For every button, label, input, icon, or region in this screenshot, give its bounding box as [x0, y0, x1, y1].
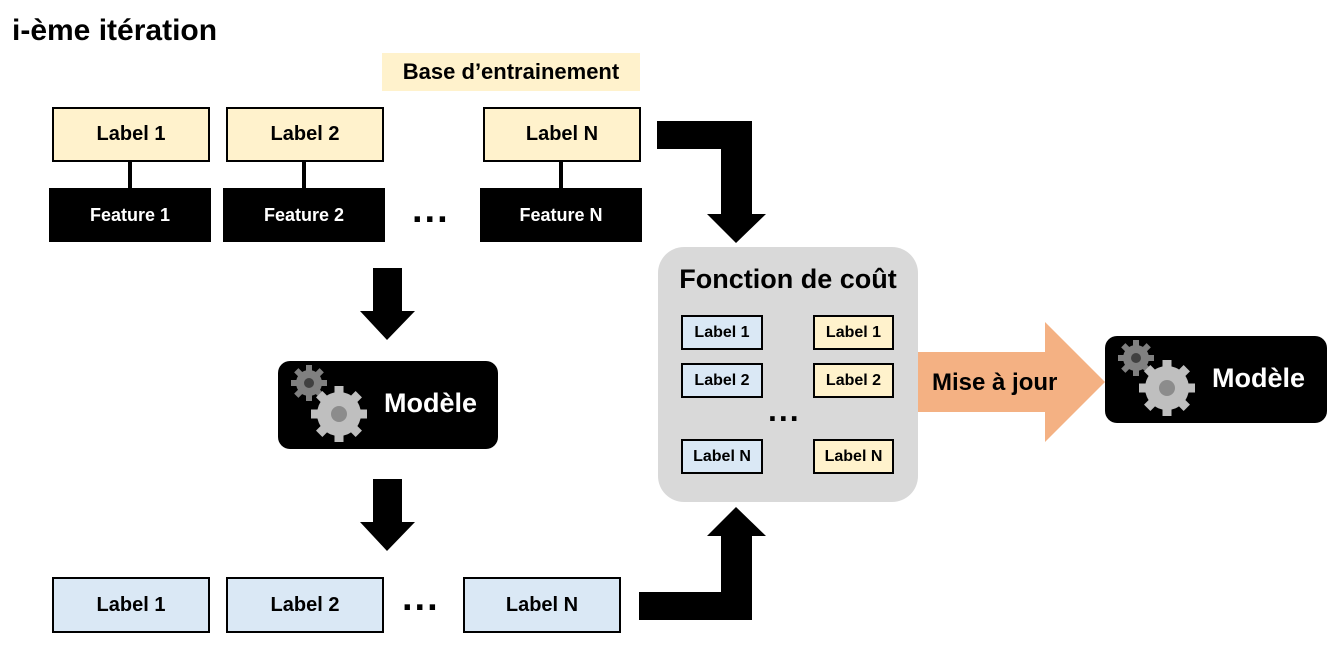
cost-true-label-1: Label 1	[813, 315, 894, 350]
page-title: i-ème itération	[12, 14, 218, 47]
elbow-arrow-icon	[657, 121, 766, 243]
cost-true-label-n: Label N	[813, 439, 894, 474]
connector-line	[128, 162, 132, 188]
training-label-n: Label N	[483, 107, 641, 162]
feature-n: Feature N	[480, 188, 642, 242]
model-center: Modèle	[278, 361, 498, 449]
feature-2: Feature 2	[223, 188, 385, 242]
connector-line	[302, 162, 306, 188]
gears-icon	[1118, 340, 1195, 416]
ellipsis: ...	[402, 577, 440, 619]
training-base-label: Base d’entrainement	[382, 53, 640, 91]
cost-predicted-label-n: Label N	[681, 439, 763, 474]
prediction-label-1: Label 1	[52, 577, 210, 633]
model-label: Modèle	[1212, 363, 1306, 393]
ellipsis: ...	[768, 392, 801, 428]
down-arrow-icon	[360, 268, 415, 340]
cost-predicted-label-2: Label 2	[681, 363, 763, 398]
connector-line	[559, 162, 563, 188]
feature-1: Feature 1	[49, 188, 211, 242]
training-label-2: Label 2	[226, 107, 384, 162]
prediction-label-n: Label N	[463, 577, 621, 633]
update-label: Mise à jour	[932, 369, 1058, 396]
gears-icon	[291, 365, 367, 442]
training-label-1: Label 1	[52, 107, 210, 162]
cost-predicted-label-1: Label 1	[681, 315, 763, 350]
model-right: Modèle	[1105, 336, 1327, 423]
cost-function-title: Fonction de coût	[679, 264, 897, 294]
down-arrow-icon	[360, 479, 415, 551]
elbow-arrow-icon	[639, 507, 766, 620]
prediction-label-2: Label 2	[226, 577, 384, 633]
update-arrow-icon	[918, 322, 1105, 442]
cost-true-label-2: Label 2	[813, 363, 894, 398]
model-label: Modèle	[384, 388, 478, 418]
